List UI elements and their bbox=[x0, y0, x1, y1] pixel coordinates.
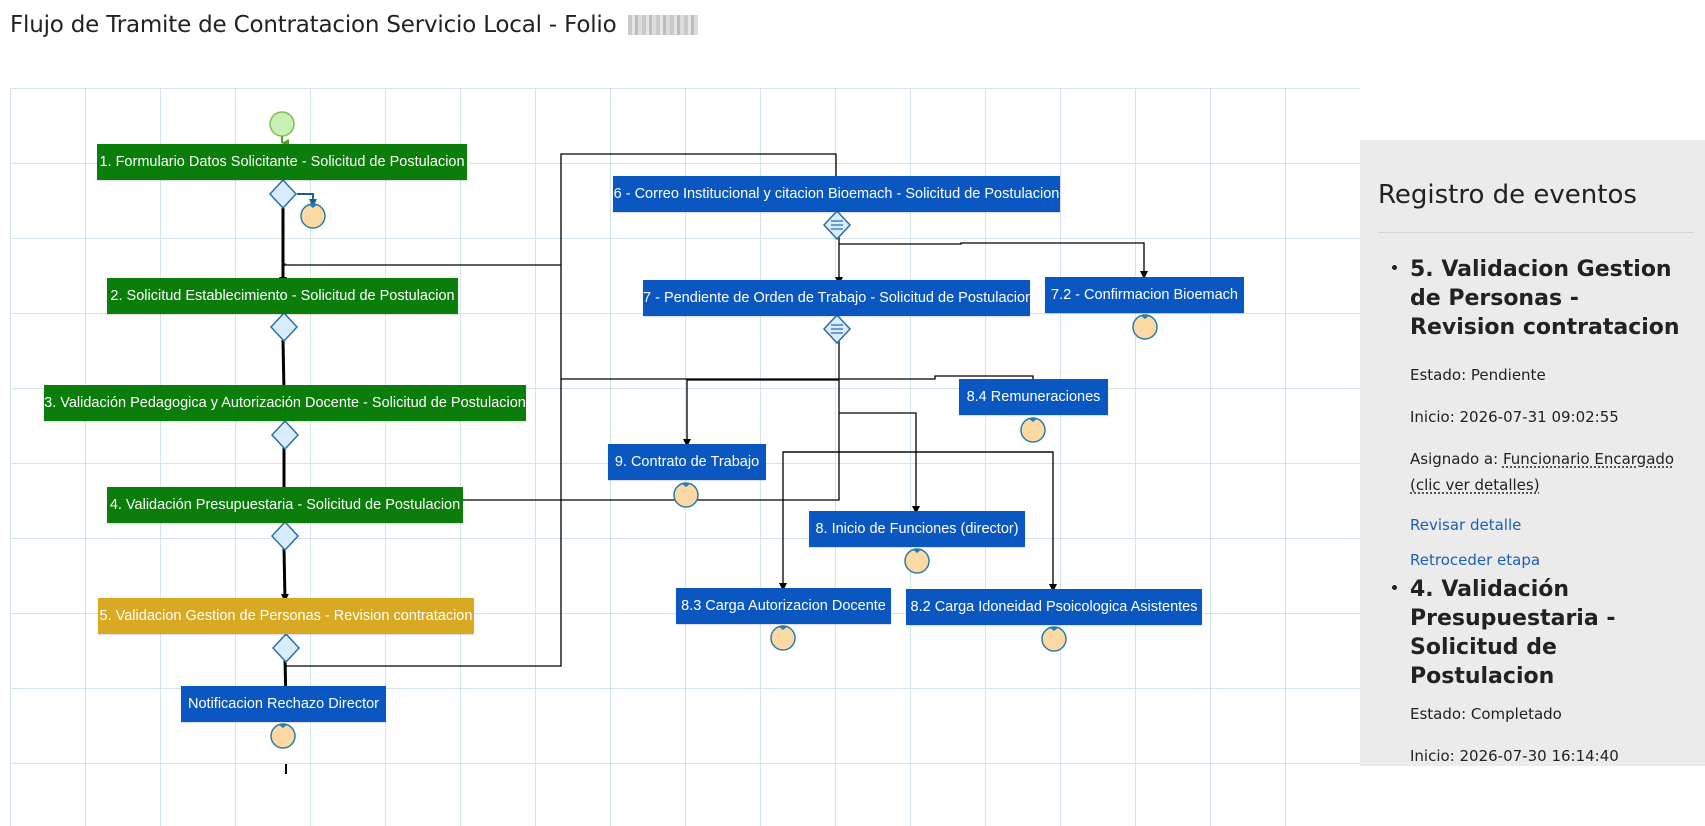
task-8-inicio-funciones[interactable]: 8. Inicio de Funciones (director) bbox=[809, 511, 1025, 547]
event-estado: Estado: Completado bbox=[1410, 705, 1562, 723]
page-title-text: Flujo de Tramite de Contratacion Servici… bbox=[10, 12, 617, 38]
asignado-label: Asignado a: bbox=[1410, 450, 1499, 468]
event-title: 4. Validación Presupuestaria - Solicitud… bbox=[1410, 577, 1616, 689]
branch-lines bbox=[283, 153, 1148, 667]
task-7-2-confirmacion[interactable]: 7.2 - Confirmacion Bioemach bbox=[1045, 277, 1244, 313]
event-inicio: Inicio: 2026-07-30 16:14:40 bbox=[1410, 747, 1619, 765]
task-6-correo-institucional[interactable]: 6 - Correo Institucional y citacion Bioe… bbox=[613, 176, 1060, 212]
event-asignado: Asignado a: Funcionario Encargado (clic … bbox=[1410, 446, 1690, 498]
divider bbox=[1378, 232, 1694, 233]
workflow-canvas: 1. Formulario Datos Solicitante - Solici… bbox=[10, 88, 1360, 826]
revisar-detalle-link[interactable]: Revisar detalle bbox=[1410, 516, 1522, 534]
task-2-solicitud-establecimiento[interactable]: 2. Solicitud Establecimiento - Solicitud… bbox=[107, 278, 458, 314]
event-inicio: Inicio: 2026-07-31 09:02:55 bbox=[1410, 408, 1619, 426]
start-event-icon bbox=[269, 111, 295, 137]
task-9-contrato[interactable]: 9. Contrato de Trabajo bbox=[608, 444, 766, 480]
gateways bbox=[268, 178, 852, 664]
gateway-icon bbox=[268, 178, 298, 210]
task-notificacion-rechazo[interactable]: Notificacion Rechazo Director bbox=[181, 686, 386, 722]
retroceder-etapa-link[interactable]: Retroceder etapa bbox=[1410, 551, 1541, 569]
gateway-parallel-marks bbox=[831, 220, 843, 334]
main-flow-lines bbox=[279, 208, 290, 774]
gateway-icon bbox=[271, 632, 301, 664]
workflow-connectors bbox=[268, 111, 1158, 774]
list-bullet bbox=[1392, 265, 1397, 270]
task-1-formulario[interactable]: 1. Formulario Datos Solicitante - Solici… bbox=[97, 144, 467, 180]
event-estado: Estado: Pendiente bbox=[1410, 366, 1546, 384]
task-8-3-carga-autorizacion[interactable]: 8.3 Carga Autorizacion Docente bbox=[676, 588, 891, 624]
gateway-icon bbox=[270, 520, 300, 552]
event-item: 5. Validacion Gestion de Personas - Revi… bbox=[1392, 255, 1690, 569]
event-title: 5. Validacion Gestion de Personas - Revi… bbox=[1410, 257, 1680, 340]
task-5-validacion-gestion[interactable]: 5. Validacion Gestion de Personas - Revi… bbox=[98, 598, 474, 634]
end-events bbox=[270, 203, 1158, 749]
asignado-link[interactable]: Funcionario Encargado (clic ver detalles… bbox=[1410, 450, 1675, 494]
event-log-panel[interactable]: Registro de eventos 5. Validacion Gestio… bbox=[1360, 140, 1705, 766]
gateway-icon bbox=[269, 311, 299, 343]
task-3-validacion-pedagogica[interactable]: 3. Validación Pedagogica y Autorización … bbox=[44, 385, 526, 421]
page-title: Flujo de Tramite de Contratacion Servici… bbox=[10, 12, 698, 38]
folio-number-redacted bbox=[627, 15, 698, 35]
gateway-icon bbox=[270, 419, 300, 451]
task-8-4-remuneraciones[interactable]: 8.4 Remuneraciones bbox=[959, 379, 1108, 415]
task-4-validacion-presupuestaria[interactable]: 4. Validación Presupuestaria - Solicitud… bbox=[107, 487, 463, 523]
event-item: 4. Validación Presupuestaria - Solicitud… bbox=[1392, 575, 1690, 766]
event-log-title: Registro de eventos bbox=[1378, 180, 1637, 210]
list-bullet bbox=[1392, 585, 1397, 590]
gateway-1-branch bbox=[297, 193, 317, 207]
end-event-marks bbox=[278, 204, 1150, 728]
task-8-2-carga-idoneidad[interactable]: 8.2 Carga Idoneidad Psoicologica Asisten… bbox=[906, 589, 1202, 625]
task-7-pendiente-orden[interactable]: 7 - Pendiente de Orden de Trabajo - Soli… bbox=[643, 280, 1033, 316]
